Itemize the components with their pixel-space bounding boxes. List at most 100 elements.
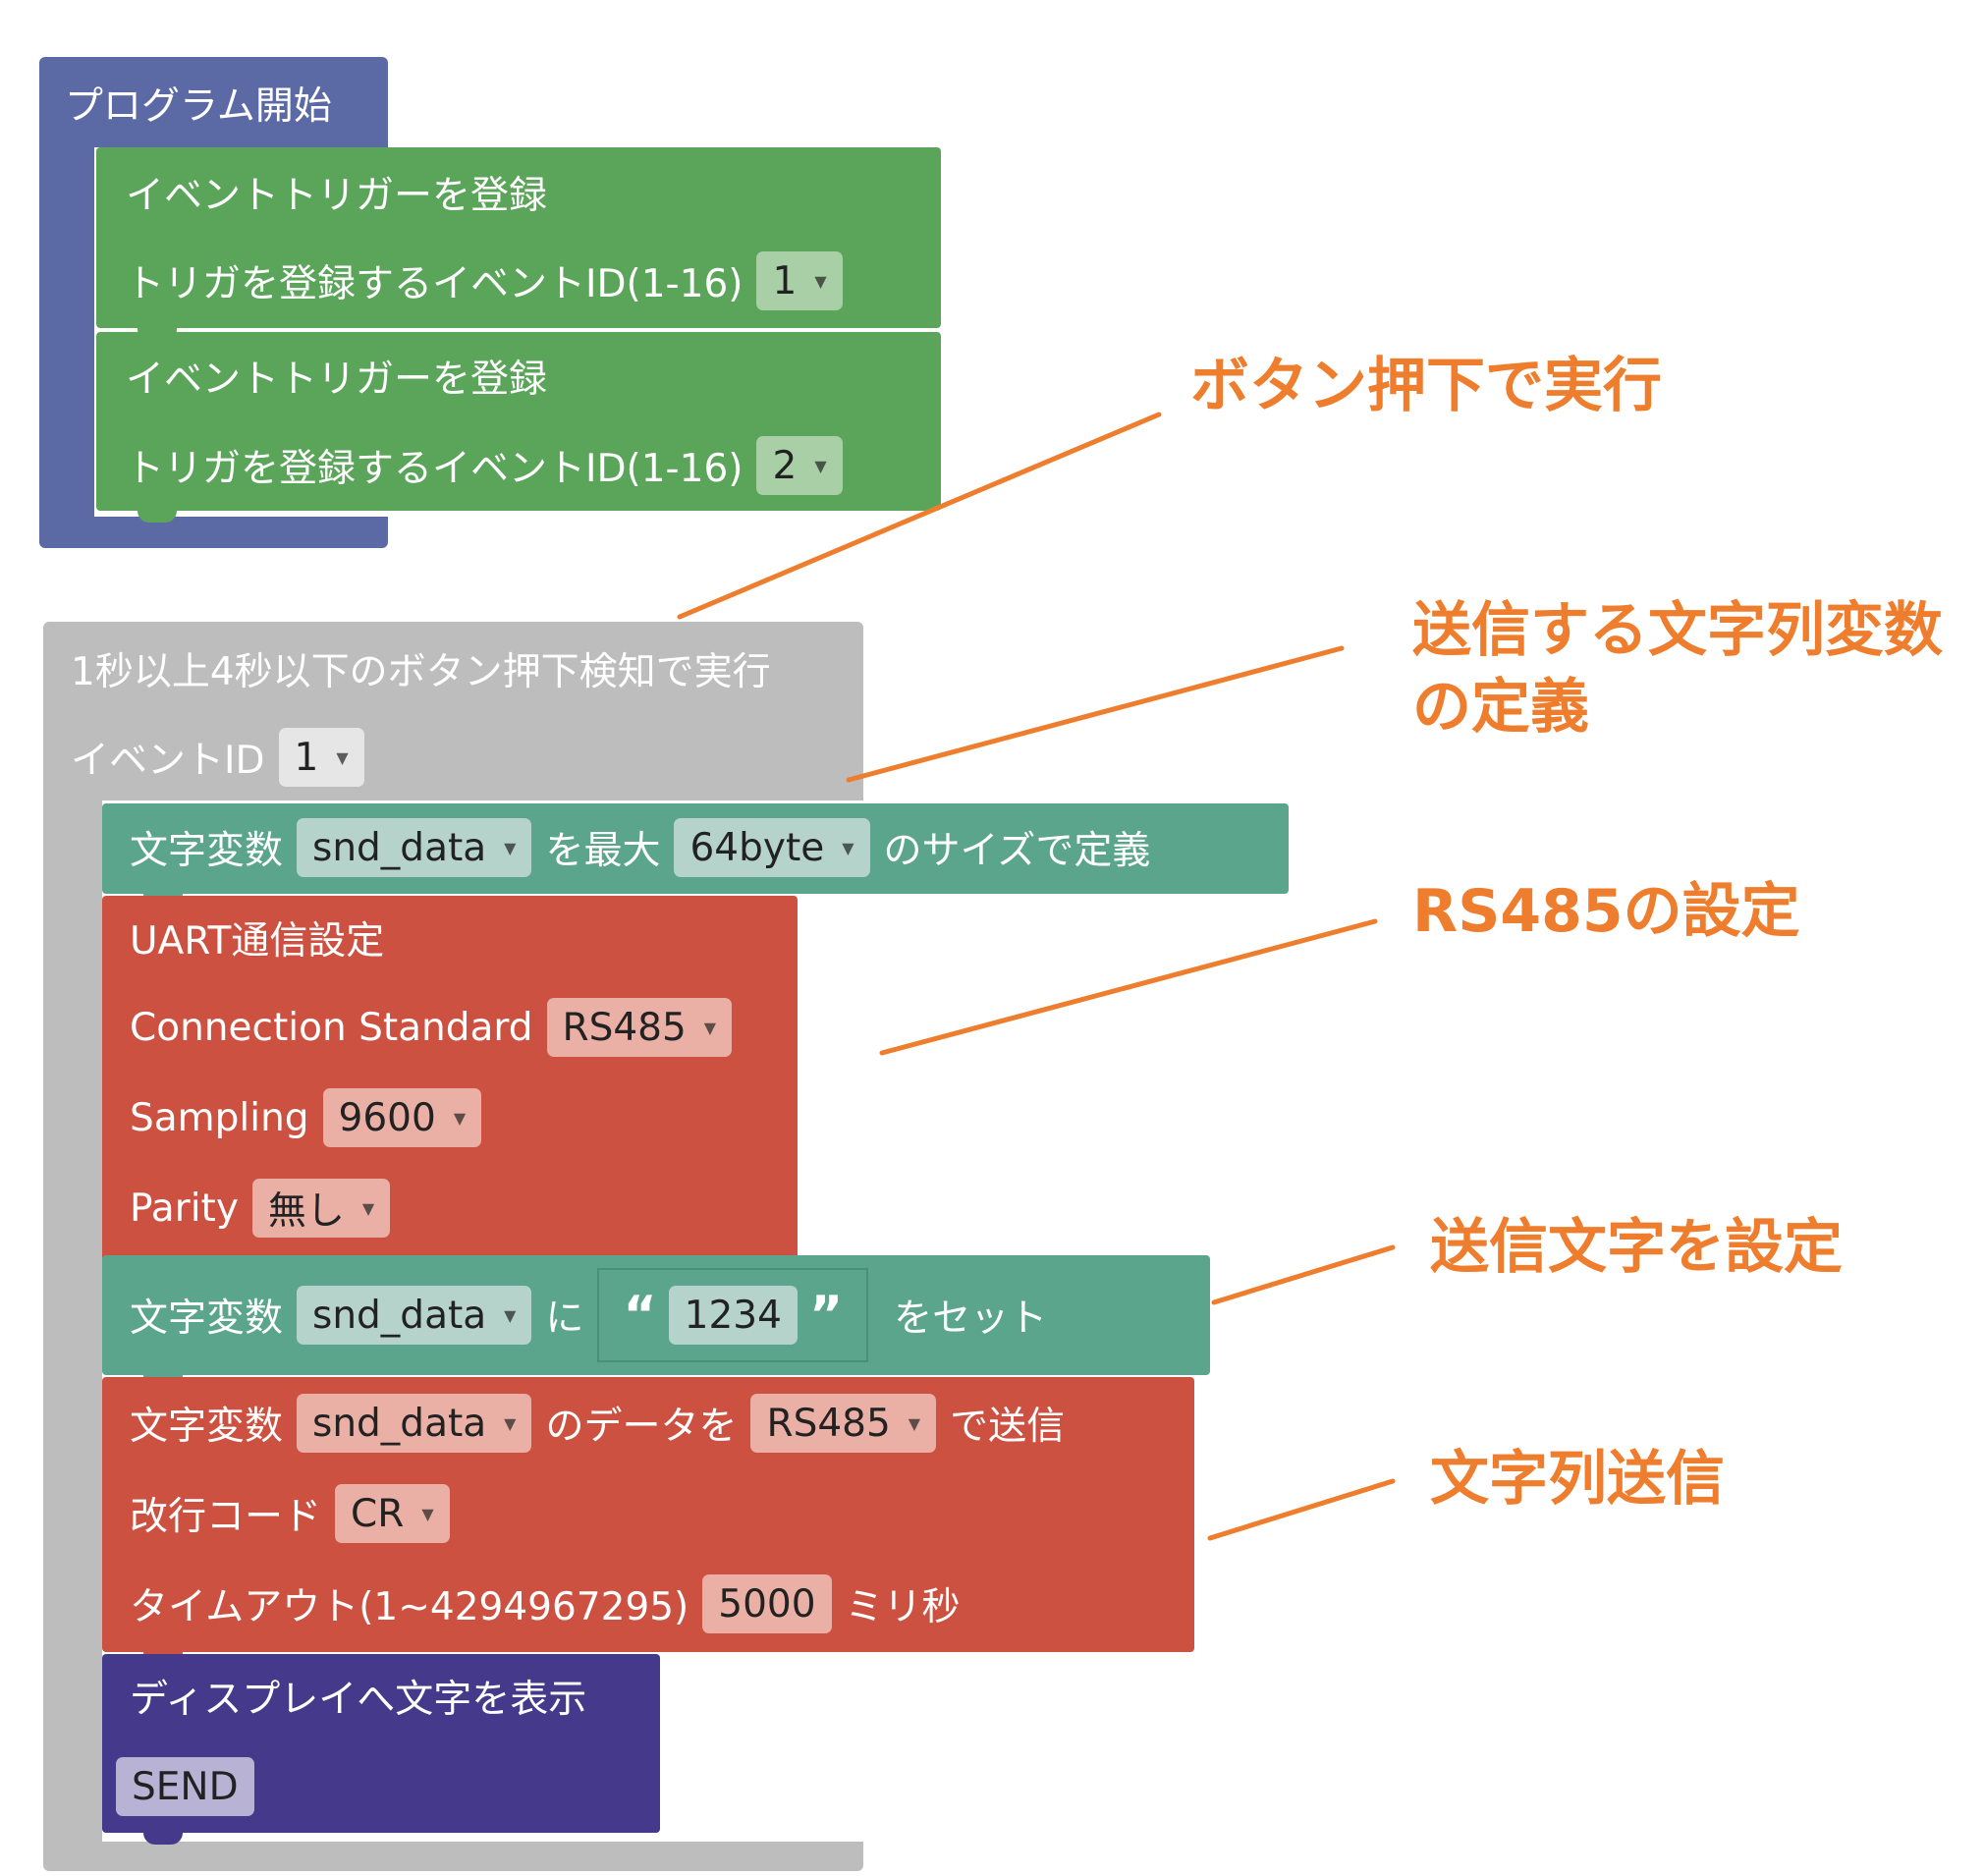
uart-sampling-row: Sampling 9600 ▼ bbox=[130, 1085, 495, 1150]
set-var-row: 文字変数 snd_data ▼ に “ 1234 ” をセット bbox=[130, 1268, 1061, 1362]
annotation-button-press: ボタン押下で実行 bbox=[1190, 352, 1662, 420]
uart-sampling-value: 9600 bbox=[338, 1095, 436, 1140]
uart-parity-dropdown[interactable]: 無し ▼ bbox=[251, 1179, 391, 1238]
annotation-line-send bbox=[1207, 1478, 1396, 1541]
trigger-1-title: イベントトリガーを登録 bbox=[126, 174, 548, 218]
text-literal-input[interactable]: 1234 bbox=[668, 1286, 798, 1345]
trigger-2-id-label: トリガを登録するイベントID(1-16) bbox=[126, 447, 744, 491]
trigger-1-id-label: トリガを登録するイベントID(1-16) bbox=[126, 262, 744, 306]
uart-sampling-label: Sampling bbox=[130, 1095, 309, 1140]
uart-title: UART通信設定 bbox=[130, 919, 385, 964]
event-id-value: 1 bbox=[294, 735, 319, 780]
annotation-rs485: RS485の設定 bbox=[1412, 877, 1800, 946]
send-newline-label: 改行コード bbox=[130, 1495, 322, 1539]
display-text-input[interactable]: SEND bbox=[116, 1757, 254, 1816]
send-timeout-row: タイムアウト(1~4294967295) 5000 ミリ秒 bbox=[130, 1572, 974, 1636]
close-quote: ” bbox=[808, 1286, 844, 1345]
set-var-label2: に bbox=[545, 1297, 584, 1341]
annotation-set-text: 送信文字を設定 bbox=[1430, 1213, 1843, 1282]
send-newline-dropdown[interactable]: CR ▼ bbox=[335, 1484, 450, 1543]
chevron-down-icon: ▼ bbox=[504, 1413, 517, 1433]
send-block[interactable] bbox=[102, 1377, 1194, 1652]
trigger-2-id-dropdown[interactable]: 2 ▼ bbox=[756, 436, 843, 495]
chevron-down-icon: ▼ bbox=[504, 1305, 517, 1325]
chevron-down-icon: ▼ bbox=[453, 1108, 467, 1128]
define-var-label3: のサイズで定義 bbox=[883, 829, 1151, 873]
uart-sampling-dropdown[interactable]: 9600 ▼ bbox=[322, 1088, 482, 1147]
uart-parity-label: Parity bbox=[130, 1186, 239, 1231]
define-var-name-dropdown[interactable]: snd_data ▼ bbox=[297, 818, 532, 877]
trigger-2-id-value: 2 bbox=[772, 443, 798, 488]
event-id-label: イベントID bbox=[71, 739, 265, 783]
display-title: ディスプレイへ文字を表示 bbox=[130, 1678, 587, 1722]
send-target-value: RS485 bbox=[766, 1401, 891, 1446]
trigger-1-id-row: トリガを登録するイベントID(1-16) 1 ▼ bbox=[126, 248, 856, 313]
send-timeout-unit: ミリ秒 bbox=[845, 1585, 961, 1629]
annotation-line-button bbox=[677, 412, 1162, 620]
uart-conn-value: RS485 bbox=[562, 1005, 687, 1050]
text-literal-value: 1234 bbox=[684, 1293, 782, 1338]
annotation-line-var-def bbox=[846, 645, 1345, 783]
event-id-dropdown[interactable]: 1 ▼ bbox=[278, 728, 364, 787]
send-target-dropdown[interactable]: RS485 ▼ bbox=[750, 1394, 937, 1453]
uart-title-row: UART通信設定 bbox=[130, 906, 398, 970]
uart-conn-dropdown[interactable]: RS485 ▼ bbox=[546, 998, 733, 1057]
define-var-size-dropdown[interactable]: 64byte ▼ bbox=[674, 818, 870, 877]
display-text-row: SEND bbox=[116, 1754, 268, 1819]
send-row: 文字変数 snd_data ▼ のデータを RS485 ▼ で送信 bbox=[130, 1391, 1078, 1456]
uart-conn-label: Connection Standard bbox=[130, 1005, 533, 1050]
trigger-2-title: イベントトリガーを登録 bbox=[126, 358, 548, 402]
send-newline-value: CR bbox=[351, 1491, 405, 1536]
uart-settings-block[interactable] bbox=[102, 896, 798, 1261]
send-timeout-input[interactable]: 5000 bbox=[702, 1574, 832, 1633]
program-start-title: プログラム開始 bbox=[65, 71, 346, 136]
chevron-down-icon: ▼ bbox=[421, 1504, 434, 1523]
define-var-name: snd_data bbox=[312, 825, 487, 870]
send-timeout-label: タイムアウト(1~4294967295) bbox=[130, 1585, 689, 1629]
chevron-down-icon: ▼ bbox=[703, 1018, 717, 1037]
set-var-name-dropdown[interactable]: snd_data ▼ bbox=[297, 1286, 532, 1345]
send-label3: で送信 bbox=[950, 1405, 1066, 1449]
event-title: 1秒以上4秒以下のボタン押下検知で実行 bbox=[71, 650, 771, 694]
set-var-name: snd_data bbox=[312, 1293, 487, 1338]
annotation-line-set-text bbox=[1211, 1244, 1396, 1305]
define-var-row: 文字変数 snd_data ▼ を最大 64byte ▼ のサイズで定義 bbox=[130, 815, 1164, 880]
send-newline-row: 改行コード CR ▼ bbox=[130, 1481, 464, 1546]
chevron-down-icon: ▼ bbox=[842, 838, 854, 857]
chevron-down-icon: ▼ bbox=[814, 456, 827, 475]
uart-conn-row: Connection Standard RS485 ▼ bbox=[130, 995, 745, 1060]
set-var-label3: をセット bbox=[894, 1297, 1048, 1341]
event-id-row: イベントID 1 ▼ bbox=[71, 725, 378, 790]
annotation-var-def-line2: の定義 bbox=[1412, 673, 1589, 742]
send-label2: のデータを bbox=[545, 1405, 738, 1449]
define-var-label1: 文字変数 bbox=[130, 829, 284, 873]
set-var-label1: 文字変数 bbox=[130, 1297, 284, 1341]
chevron-down-icon: ▼ bbox=[908, 1413, 921, 1433]
uart-parity-value: 無し bbox=[267, 1189, 345, 1234]
annotation-line-rs485 bbox=[879, 918, 1378, 1056]
define-var-label2: を最大 bbox=[545, 829, 661, 873]
trigger-2-title-row: イベントトリガーを登録 bbox=[126, 344, 561, 409]
display-notch bbox=[143, 1832, 183, 1845]
display-title-row: ディスプレイへ文字を表示 bbox=[130, 1664, 600, 1729]
trigger-2-notch bbox=[138, 510, 177, 523]
chevron-down-icon: ▼ bbox=[336, 747, 349, 767]
display-text-value: SEND bbox=[132, 1764, 239, 1809]
program-start-label: プログラム開始 bbox=[65, 84, 332, 129]
send-var-name: snd_data bbox=[312, 1401, 487, 1446]
send-label1: 文字変数 bbox=[130, 1405, 284, 1449]
annotation-var-def-line1: 送信する文字列変数 bbox=[1412, 596, 1943, 665]
chevron-down-icon: ▼ bbox=[814, 271, 827, 291]
define-var-size: 64byte bbox=[689, 825, 825, 870]
annotation-send-string: 文字列送信 bbox=[1430, 1445, 1725, 1514]
text-literal-block[interactable]: “ 1234 ” bbox=[597, 1268, 869, 1362]
send-var-dropdown[interactable]: snd_data ▼ bbox=[297, 1394, 532, 1453]
trigger-1-id-dropdown[interactable]: 1 ▼ bbox=[756, 251, 843, 310]
uart-parity-row: Parity 無し ▼ bbox=[130, 1176, 404, 1241]
trigger-1-title-row: イベントトリガーを登録 bbox=[126, 160, 561, 225]
trigger-1-id-value: 1 bbox=[772, 258, 798, 303]
chevron-down-icon: ▼ bbox=[504, 838, 517, 857]
chevron-down-icon: ▼ bbox=[361, 1198, 375, 1218]
trigger-2-id-row: トリガを登録するイベントID(1-16) 2 ▼ bbox=[126, 433, 856, 498]
open-quote: “ bbox=[623, 1286, 657, 1345]
